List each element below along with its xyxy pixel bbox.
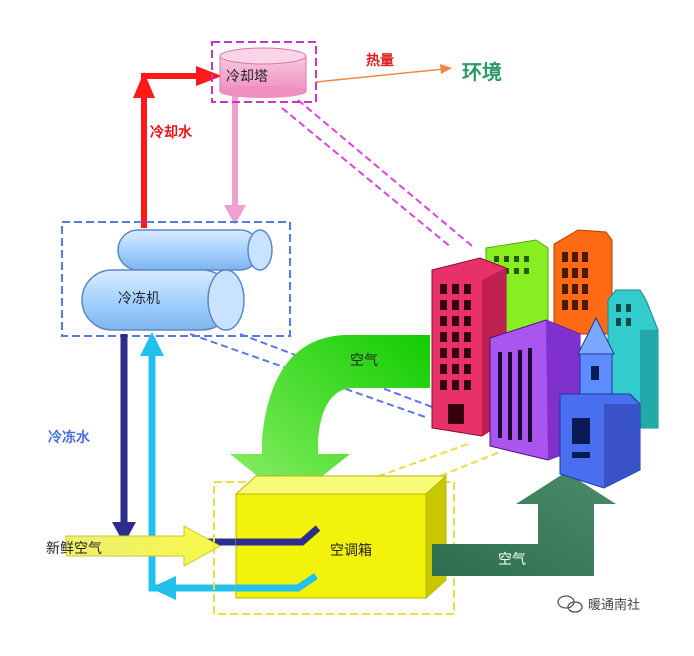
chiller-label: 冷冻机: [118, 291, 160, 307]
supply-air-label: 空气: [498, 552, 526, 568]
return-air-label: 空气: [350, 353, 378, 369]
chilled-water-coil-inner: [236, 525, 321, 546]
chilled-water-return-arrowhead-up: [140, 332, 164, 356]
heat-arrow: [315, 68, 445, 83]
chilled-water-return-arrowhead-left: [150, 576, 176, 600]
air-handler: [234, 474, 448, 600]
wechat-icon: [557, 595, 583, 613]
chilled-water-label: 冷冻水: [48, 430, 90, 446]
cooling-tower-label: 冷却塔: [226, 69, 268, 85]
air-handler-label: 空调箱: [330, 543, 372, 559]
fresh-air-arrow: [65, 525, 222, 567]
dashed-link-tower-building: [281, 99, 473, 249]
buildings-cluster: [431, 229, 659, 489]
chilled-water-coil-inner-return: [236, 573, 318, 592]
return-air-arrow: [230, 335, 430, 502]
heat-arrowhead: [440, 64, 452, 74]
watermark-label: 暖通南社: [588, 598, 641, 613]
environment-label: 环境: [462, 60, 502, 84]
chiller-box: [61, 221, 291, 337]
cooling-water-label: 冷却水: [150, 125, 192, 141]
chilled-water-supply-arrowhead-down: [112, 522, 136, 544]
supply-air-arrow: [432, 472, 616, 576]
heat-label: 热量: [366, 53, 394, 69]
cooling-tower: [219, 47, 307, 98]
tower-to-chiller-arrowhead: [224, 205, 246, 225]
fresh-air-label: 新鲜空气: [46, 541, 102, 557]
cooling-water-pipe: [141, 73, 207, 228]
chiller: [81, 229, 273, 331]
cooling-tower-box: [211, 41, 317, 103]
cooling-water-arrowhead-right: [196, 66, 222, 86]
cooling-water-arrowhead-up: [133, 72, 155, 98]
